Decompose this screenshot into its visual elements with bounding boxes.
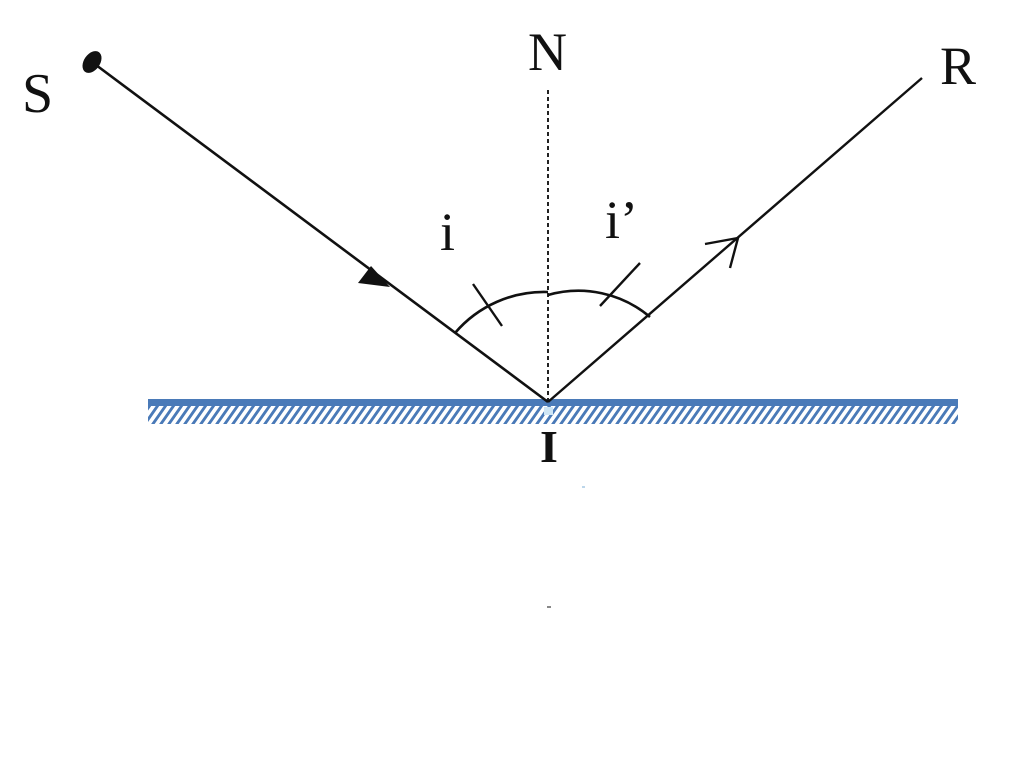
- angle-incidence-arc: [454, 290, 549, 334]
- label-angle-reflection: i’: [605, 190, 638, 250]
- incidence-point-marker: [544, 407, 553, 415]
- label-angle-incidence: i: [440, 202, 455, 262]
- label-normal: N: [528, 22, 567, 82]
- angle-incidence-tick: [472, 283, 503, 327]
- speck: [547, 606, 551, 608]
- label-incidence-point: I: [540, 421, 558, 472]
- speck: [582, 486, 585, 488]
- reflected-arrow-icon: [704, 236, 740, 269]
- source-point: [82, 51, 102, 73]
- label-reflected: R: [940, 36, 976, 96]
- angle-reflection-tick: [599, 262, 641, 307]
- reflected-ray: [547, 77, 923, 403]
- angle-reflection-arc: [547, 289, 651, 318]
- incident-ray: [91, 60, 549, 404]
- label-source: S: [22, 63, 53, 125]
- incident-arrow-icon: [358, 266, 390, 287]
- mirror-surface: [148, 399, 958, 406]
